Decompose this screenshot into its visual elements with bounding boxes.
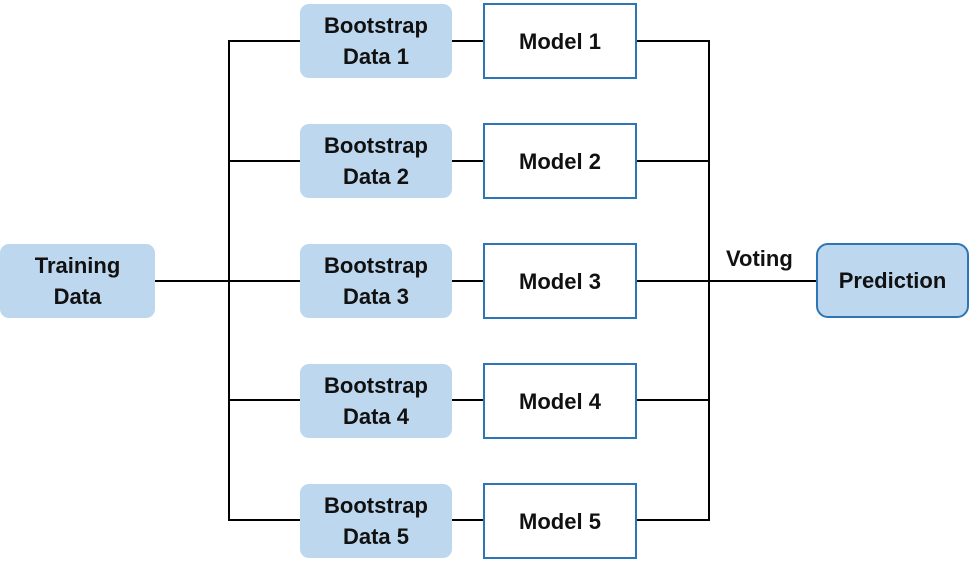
bootstrap-data-4-label-line1: Bootstrap bbox=[324, 373, 428, 398]
model-1-box: Model 1 bbox=[483, 3, 637, 79]
bootstrap-data-2-label-line2: Data 2 bbox=[342, 164, 410, 189]
model-1-label: Model 1 bbox=[519, 28, 601, 54]
bootstrap-data-3-label-line2: Data 3 bbox=[342, 284, 410, 309]
training-data-box: Training Data bbox=[0, 244, 155, 318]
bootstrap-data-5-box: Bootstrap Data 5 bbox=[300, 484, 452, 558]
bootstrap-data-4-box: Bootstrap Data 4 bbox=[300, 364, 452, 438]
model-5-label: Model 5 bbox=[519, 508, 601, 534]
model-2-box: Model 2 bbox=[483, 123, 637, 199]
model-4-box: Model 4 bbox=[483, 363, 637, 439]
training-data-label-line2: Data bbox=[53, 284, 102, 309]
bootstrap-data-1-label-line1: Bootstrap bbox=[324, 13, 428, 38]
prediction-label: Prediction bbox=[838, 268, 947, 293]
model-4-label: Model 4 bbox=[519, 388, 601, 414]
training-data-label-line1: Training bbox=[34, 253, 121, 278]
model-3-label: Model 3 bbox=[519, 268, 601, 294]
bootstrap-data-2-box: Bootstrap Data 2 bbox=[300, 124, 452, 198]
model-5-box: Model 5 bbox=[483, 483, 637, 559]
voting-label: Voting bbox=[726, 246, 793, 271]
bootstrap-data-1-label-line2: Data 1 bbox=[342, 44, 410, 69]
bootstrap-data-3-box: Bootstrap Data 3 bbox=[300, 244, 452, 318]
model-2-label: Model 2 bbox=[519, 148, 601, 174]
bootstrap-data-5-label-line2: Data 5 bbox=[342, 524, 410, 549]
bootstrap-data-2-label-line1: Bootstrap bbox=[324, 133, 428, 158]
prediction-box: Prediction bbox=[816, 243, 969, 318]
bootstrap-data-1-box: Bootstrap Data 1 bbox=[300, 4, 452, 78]
bootstrap-data-5-label-line1: Bootstrap bbox=[324, 493, 428, 518]
bootstrap-data-4-label-line2: Data 4 bbox=[342, 404, 410, 429]
model-3-box: Model 3 bbox=[483, 243, 637, 319]
bootstrap-data-3-label-line1: Bootstrap bbox=[324, 253, 428, 278]
